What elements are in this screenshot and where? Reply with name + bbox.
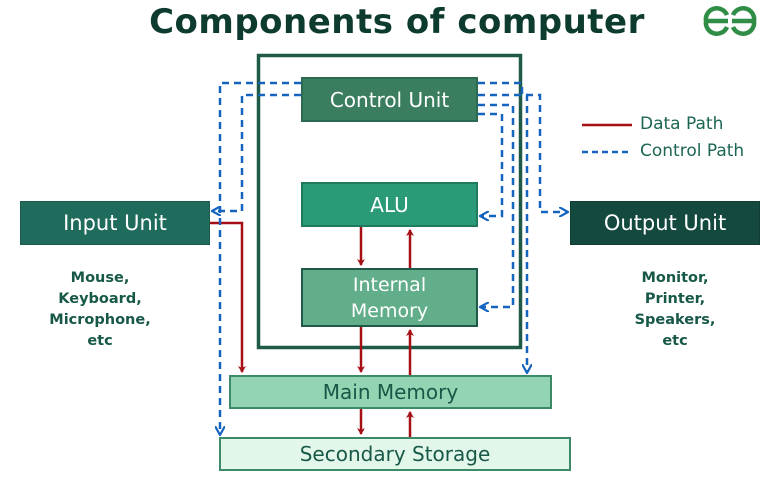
input-device: Keyboard,	[58, 291, 142, 307]
internal-memory-box: Internal Memory	[301, 268, 478, 327]
output-device: etc	[662, 333, 688, 349]
input-devices-list: Mouse, Keyboard, Microphone, etc	[20, 268, 180, 352]
control-path-cu-to-alu	[478, 112, 504, 216]
output-device: Monitor,	[641, 270, 709, 286]
data-path-input-to-main-memory	[210, 221, 246, 373]
title-text: Components of computer	[149, 2, 645, 42]
control-unit-label: Control Unit	[329, 87, 450, 112]
input-unit-box: Input Unit	[20, 201, 210, 245]
input-device: Microphone,	[49, 312, 151, 328]
control-path-cu-to-main-memory	[478, 93, 527, 372]
control-unit-box: Control Unit	[301, 77, 478, 122]
alu-label: ALU	[370, 192, 409, 217]
input-device: etc	[87, 333, 113, 349]
main-memory-label: Main Memory	[322, 380, 459, 404]
control-path-cu-to-secondary	[220, 81, 301, 434]
main-memory-box: Main Memory	[229, 375, 552, 409]
output-device: Printer,	[644, 291, 706, 307]
legend-control-path-label: Control Path	[640, 141, 745, 161]
internal-memory-label-2: Memory	[350, 299, 429, 322]
legend-data-path-label: Data Path	[640, 114, 724, 134]
output-devices-list: Monitor, Printer, Speakers, etc	[600, 268, 750, 352]
secondary-storage-box: Secondary Storage	[219, 437, 571, 471]
control-path-cu-to-input	[213, 93, 301, 211]
control-path-cu-to-internal	[478, 103, 515, 307]
alu-box: ALU	[301, 182, 478, 227]
page-title: Components of computer	[0, 2, 782, 42]
internal-memory-label-1: Internal	[352, 273, 427, 296]
cpu-border	[256, 53, 523, 350]
input-unit-label: Input Unit	[63, 211, 167, 235]
output-device: Speakers,	[634, 312, 716, 328]
control-path-cu-to-output	[478, 81, 567, 212]
output-unit-label: Output Unit	[603, 211, 727, 235]
output-unit-box: Output Unit	[570, 201, 760, 245]
secondary-storage-label: Secondary Storage	[299, 442, 491, 466]
input-device: Mouse,	[70, 270, 130, 286]
gfg-logo-icon	[703, 6, 757, 36]
